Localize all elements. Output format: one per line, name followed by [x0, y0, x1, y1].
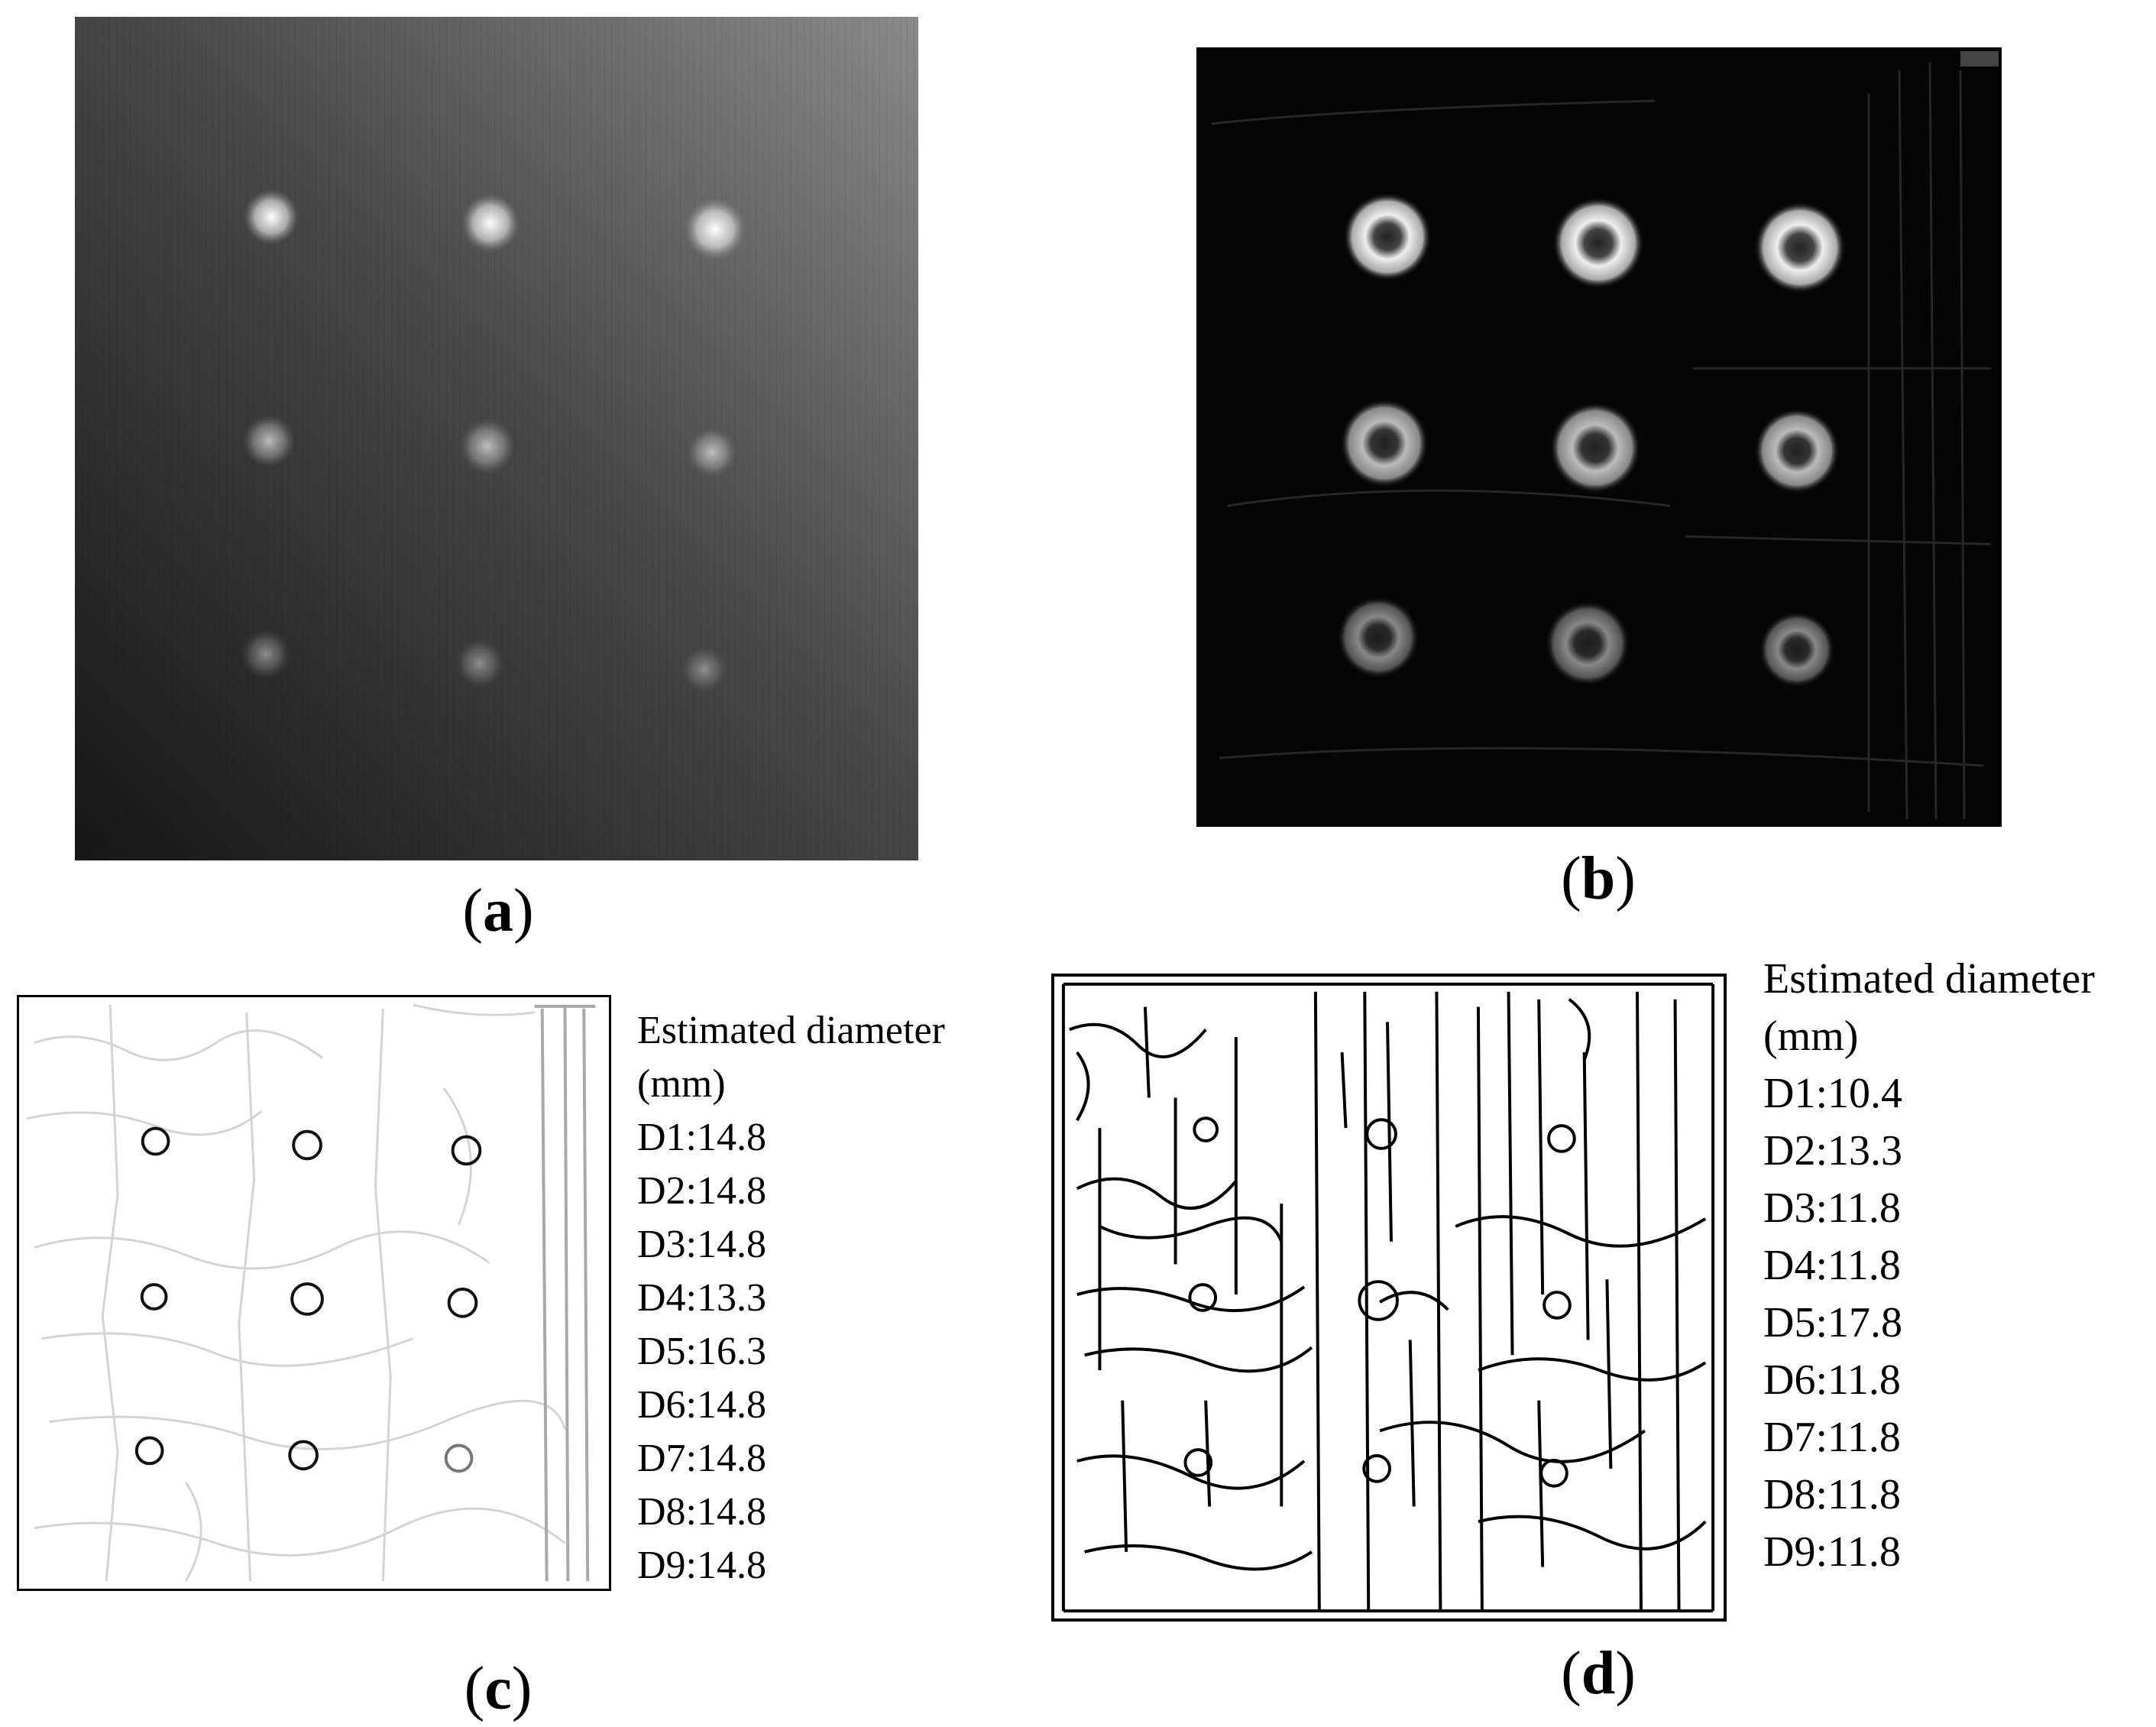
edge-detection-result-c — [17, 995, 611, 1591]
estimate-d4: D4:13.3 — [637, 1276, 766, 1320]
estimate-d9: D9:11.8 — [1763, 1528, 1901, 1576]
estimate-unit: (mm) — [637, 1062, 726, 1106]
estimate-d9: D9:14.8 — [637, 1544, 766, 1587]
estimate-d8: D8:14.8 — [637, 1490, 766, 1534]
estimate-d2: D2:13.3 — [1763, 1127, 1902, 1175]
thermal-image-processed — [1196, 47, 2002, 827]
estimated-diameter-list-c: Estimated diameter (mm) D1:14.8 D2:14.8 … — [637, 1004, 945, 1593]
detected-circles-d — [1183, 1116, 1576, 1488]
detected-circles-c — [134, 1126, 482, 1471]
estimate-unit: (mm) — [1763, 1013, 1859, 1060]
ring-defect-row-1 — [1343, 193, 1846, 293]
panel-label-b: (b) — [1561, 845, 1636, 912]
defect-spot-row-2 — [243, 415, 736, 477]
estimate-d7: D7:14.8 — [637, 1437, 766, 1480]
estimate-d4: D4:11.8 — [1763, 1242, 1901, 1289]
estimate-d7: D7:11.8 — [1763, 1414, 1901, 1461]
estimate-d3: D3:14.8 — [637, 1223, 766, 1266]
ring-defect-row-3 — [1337, 596, 1835, 688]
estimate-d1: D1:14.8 — [637, 1116, 766, 1159]
ring-defect-row-2 — [1340, 399, 1840, 494]
defect-spot-row-1 — [244, 190, 746, 260]
estimate-d3: D3:11.8 — [1763, 1184, 1901, 1232]
defect-spot-row-3 — [241, 630, 727, 692]
estimate-d5: D5:17.8 — [1763, 1299, 1902, 1346]
panel-label-d: (d) — [1561, 1640, 1636, 1707]
panel-label-a: (a) — [462, 877, 534, 945]
estimate-d2: D2:14.8 — [637, 1169, 766, 1213]
estimate-d6: D6:11.8 — [1763, 1356, 1901, 1404]
edge-detection-result-d — [1051, 974, 1727, 1622]
estimate-d5: D5:16.3 — [637, 1330, 766, 1373]
thermal-image-raw — [75, 17, 918, 860]
estimate-heading: Estimated diameter — [637, 1009, 945, 1052]
estimate-d1: D1:10.4 — [1763, 1070, 1902, 1117]
estimate-d6: D6:14.8 — [637, 1383, 766, 1427]
estimated-diameter-list-d: Estimated diameter (mm) D1:10.4 D2:13.3 … — [1763, 951, 2095, 1581]
estimate-d8: D8:11.8 — [1763, 1471, 1901, 1518]
panel-label-c: (c) — [464, 1655, 533, 1722]
estimate-heading: Estimated diameter — [1763, 955, 2095, 1003]
